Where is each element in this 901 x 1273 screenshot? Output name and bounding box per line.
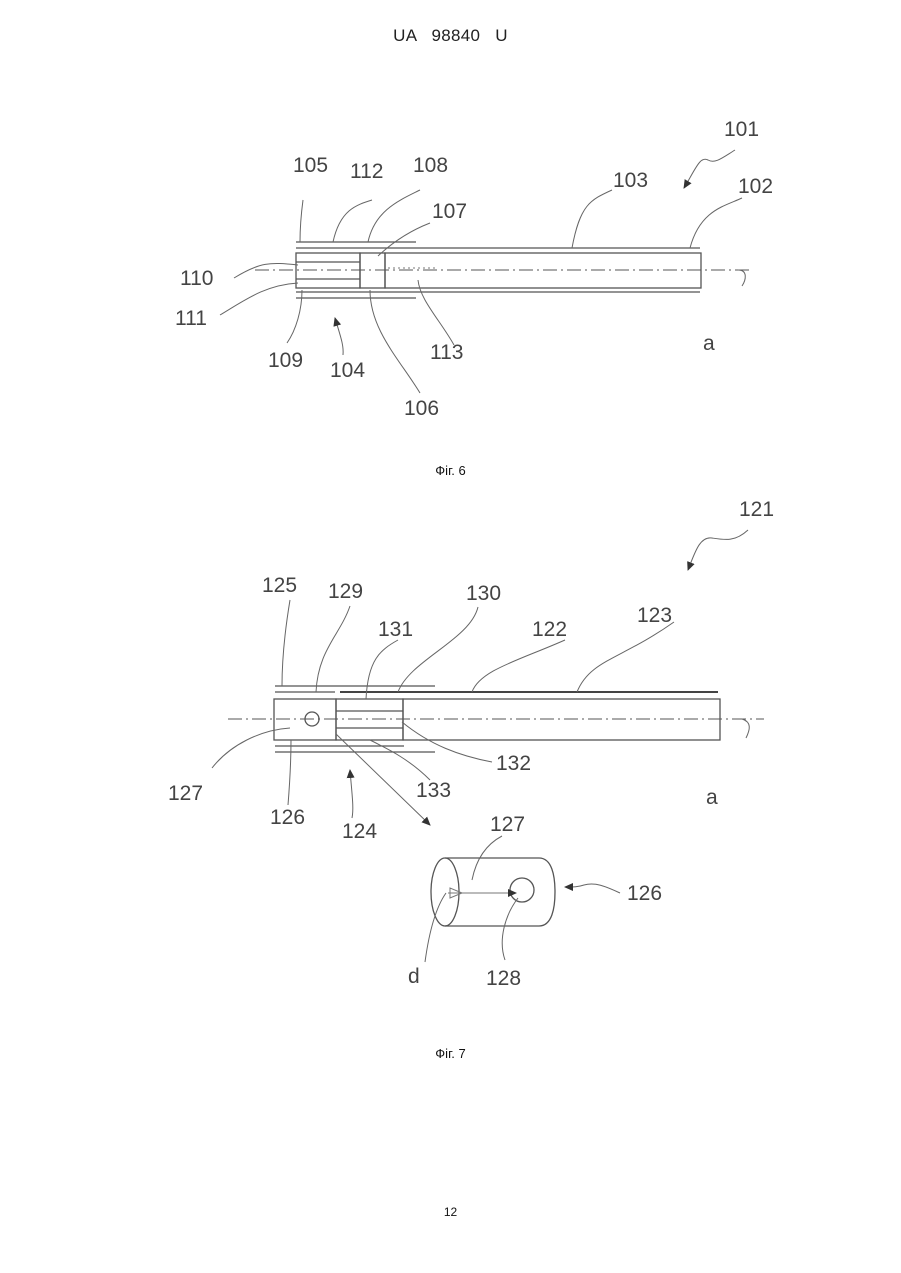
fig6-label-110: 110	[180, 267, 213, 290]
fig6-leader-103	[572, 190, 612, 248]
fig7-detail-cylinder-126	[431, 858, 555, 926]
detail-label-d: d	[408, 965, 420, 988]
fig6-leader-110	[234, 263, 298, 278]
detail-label-128: 128	[486, 967, 521, 990]
fig7-connector-131	[336, 699, 403, 740]
fig7-label-129: 129	[328, 580, 363, 603]
fig6-label-108: 108	[413, 154, 448, 177]
fig7-leader-122	[472, 640, 565, 692]
fig7-label-130: 130	[466, 582, 501, 605]
fig7-label-121: 121	[739, 498, 774, 521]
fig7-leader-detail-d	[425, 893, 446, 962]
fig6-axis-leader	[738, 270, 745, 286]
fig7-label-a: a	[706, 786, 718, 809]
fig6-label-102: 102	[738, 175, 773, 198]
page-number: 12	[0, 1205, 901, 1219]
fig6-label-112: 112	[350, 160, 383, 183]
fig6-arrow-104	[335, 318, 343, 355]
fig6-label-105: 105	[293, 154, 328, 177]
fig6-leader-111	[220, 283, 298, 315]
fig7-axis-leader	[742, 719, 749, 738]
fig6-arrow-101	[684, 150, 735, 188]
fig7-leader-detail-128	[502, 898, 518, 960]
fig6-label-113: 113	[430, 341, 463, 364]
fig6-leader-105	[300, 200, 303, 242]
fig6-label-104: 104	[330, 359, 365, 382]
fig7-arrow-detail-126	[565, 884, 620, 893]
fig7-label-123: 123	[637, 604, 672, 627]
fig6-label-101: 101	[724, 118, 759, 141]
fig6-leader-113	[418, 280, 454, 345]
fig7-leader-125	[282, 600, 290, 686]
fig7-leader-127	[212, 728, 290, 768]
fig7-label-126: 126	[270, 806, 305, 829]
fig7-arrow-124	[350, 770, 353, 818]
detail-label-127: 127	[490, 813, 525, 836]
fig6-leader-112	[333, 200, 372, 242]
fig7-arrow-121	[688, 530, 748, 570]
fig6-label-a: a	[703, 332, 715, 355]
fig6-leader-106	[370, 290, 420, 393]
fig7-label-122: 122	[532, 618, 567, 641]
fig7-label-125: 125	[262, 574, 297, 597]
figure-6: 105 112 108 107 103 101 102 110 111 109 …	[175, 118, 773, 420]
fig6-label-103: 103	[613, 169, 648, 192]
fig7-leader-126	[288, 740, 291, 805]
fig6-label-107: 107	[432, 200, 467, 223]
detail-label-126: 126	[627, 882, 662, 905]
fig7-label-124: 124	[342, 820, 377, 843]
fig6-label-109: 109	[268, 349, 303, 372]
detail-cylinder-body	[445, 858, 555, 926]
figure-7: 121 125 129 130 131 122 123 127 126 124 …	[168, 498, 774, 990]
fig6-label-111: 111	[175, 307, 207, 330]
fig7-leader-129	[316, 606, 350, 692]
fig6-leader-108	[368, 190, 420, 242]
fig7-label-133: 133	[416, 779, 451, 802]
fig7-label-127: 127	[168, 782, 203, 805]
fig6-leader-107	[378, 223, 430, 256]
fig7-label-132: 132	[496, 752, 531, 775]
figure-6-caption: Фіг. 6	[0, 463, 901, 478]
fig6-leader-102	[690, 198, 742, 248]
fig7-label-131: 131	[378, 618, 413, 641]
fig7-leader-123	[577, 622, 674, 692]
detail-hole-128	[510, 878, 534, 902]
fig6-label-106: 106	[404, 397, 439, 420]
figure-7-caption: Фіг. 7	[0, 1046, 901, 1061]
fig7-leader-132	[402, 722, 492, 762]
fig7-leader-131	[366, 640, 398, 699]
